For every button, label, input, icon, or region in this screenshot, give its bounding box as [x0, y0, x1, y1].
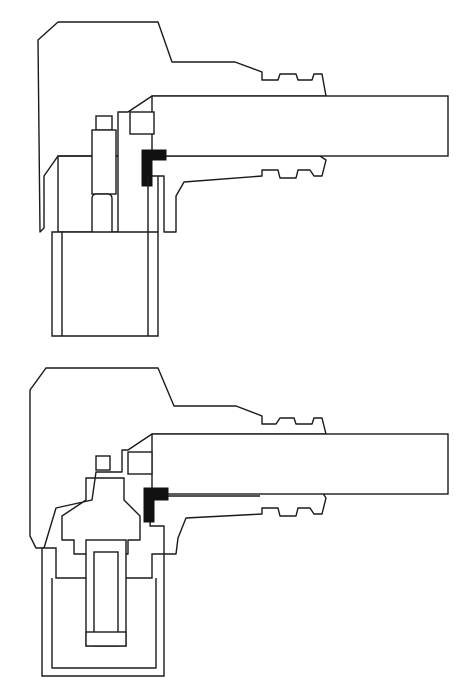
- lower-pin-head: [95, 455, 111, 471]
- lower-solder-contact: [143, 487, 169, 523]
- upper-pin-body: [91, 129, 117, 195]
- lower-socket-base: [85, 631, 127, 647]
- upper-solder-contact: [141, 149, 167, 187]
- lower-insulator: [61, 477, 141, 555]
- lower-clamp: [127, 451, 153, 475]
- upper-housing: [37, 21, 327, 233]
- upper-housing-lower-lip: [149, 155, 327, 233]
- upper-view: [37, 21, 449, 337]
- lower-housing: [29, 367, 327, 549]
- lower-view: [29, 367, 449, 677]
- upper-clamp: [129, 111, 155, 135]
- upper-cable: [151, 95, 449, 157]
- lower-cable: [151, 433, 449, 495]
- upper-pin-head: [95, 115, 113, 131]
- upper-shroud: [51, 231, 159, 337]
- lower-shroud-inner: [51, 578, 157, 669]
- lower-housing-lower-lip: [149, 491, 327, 555]
